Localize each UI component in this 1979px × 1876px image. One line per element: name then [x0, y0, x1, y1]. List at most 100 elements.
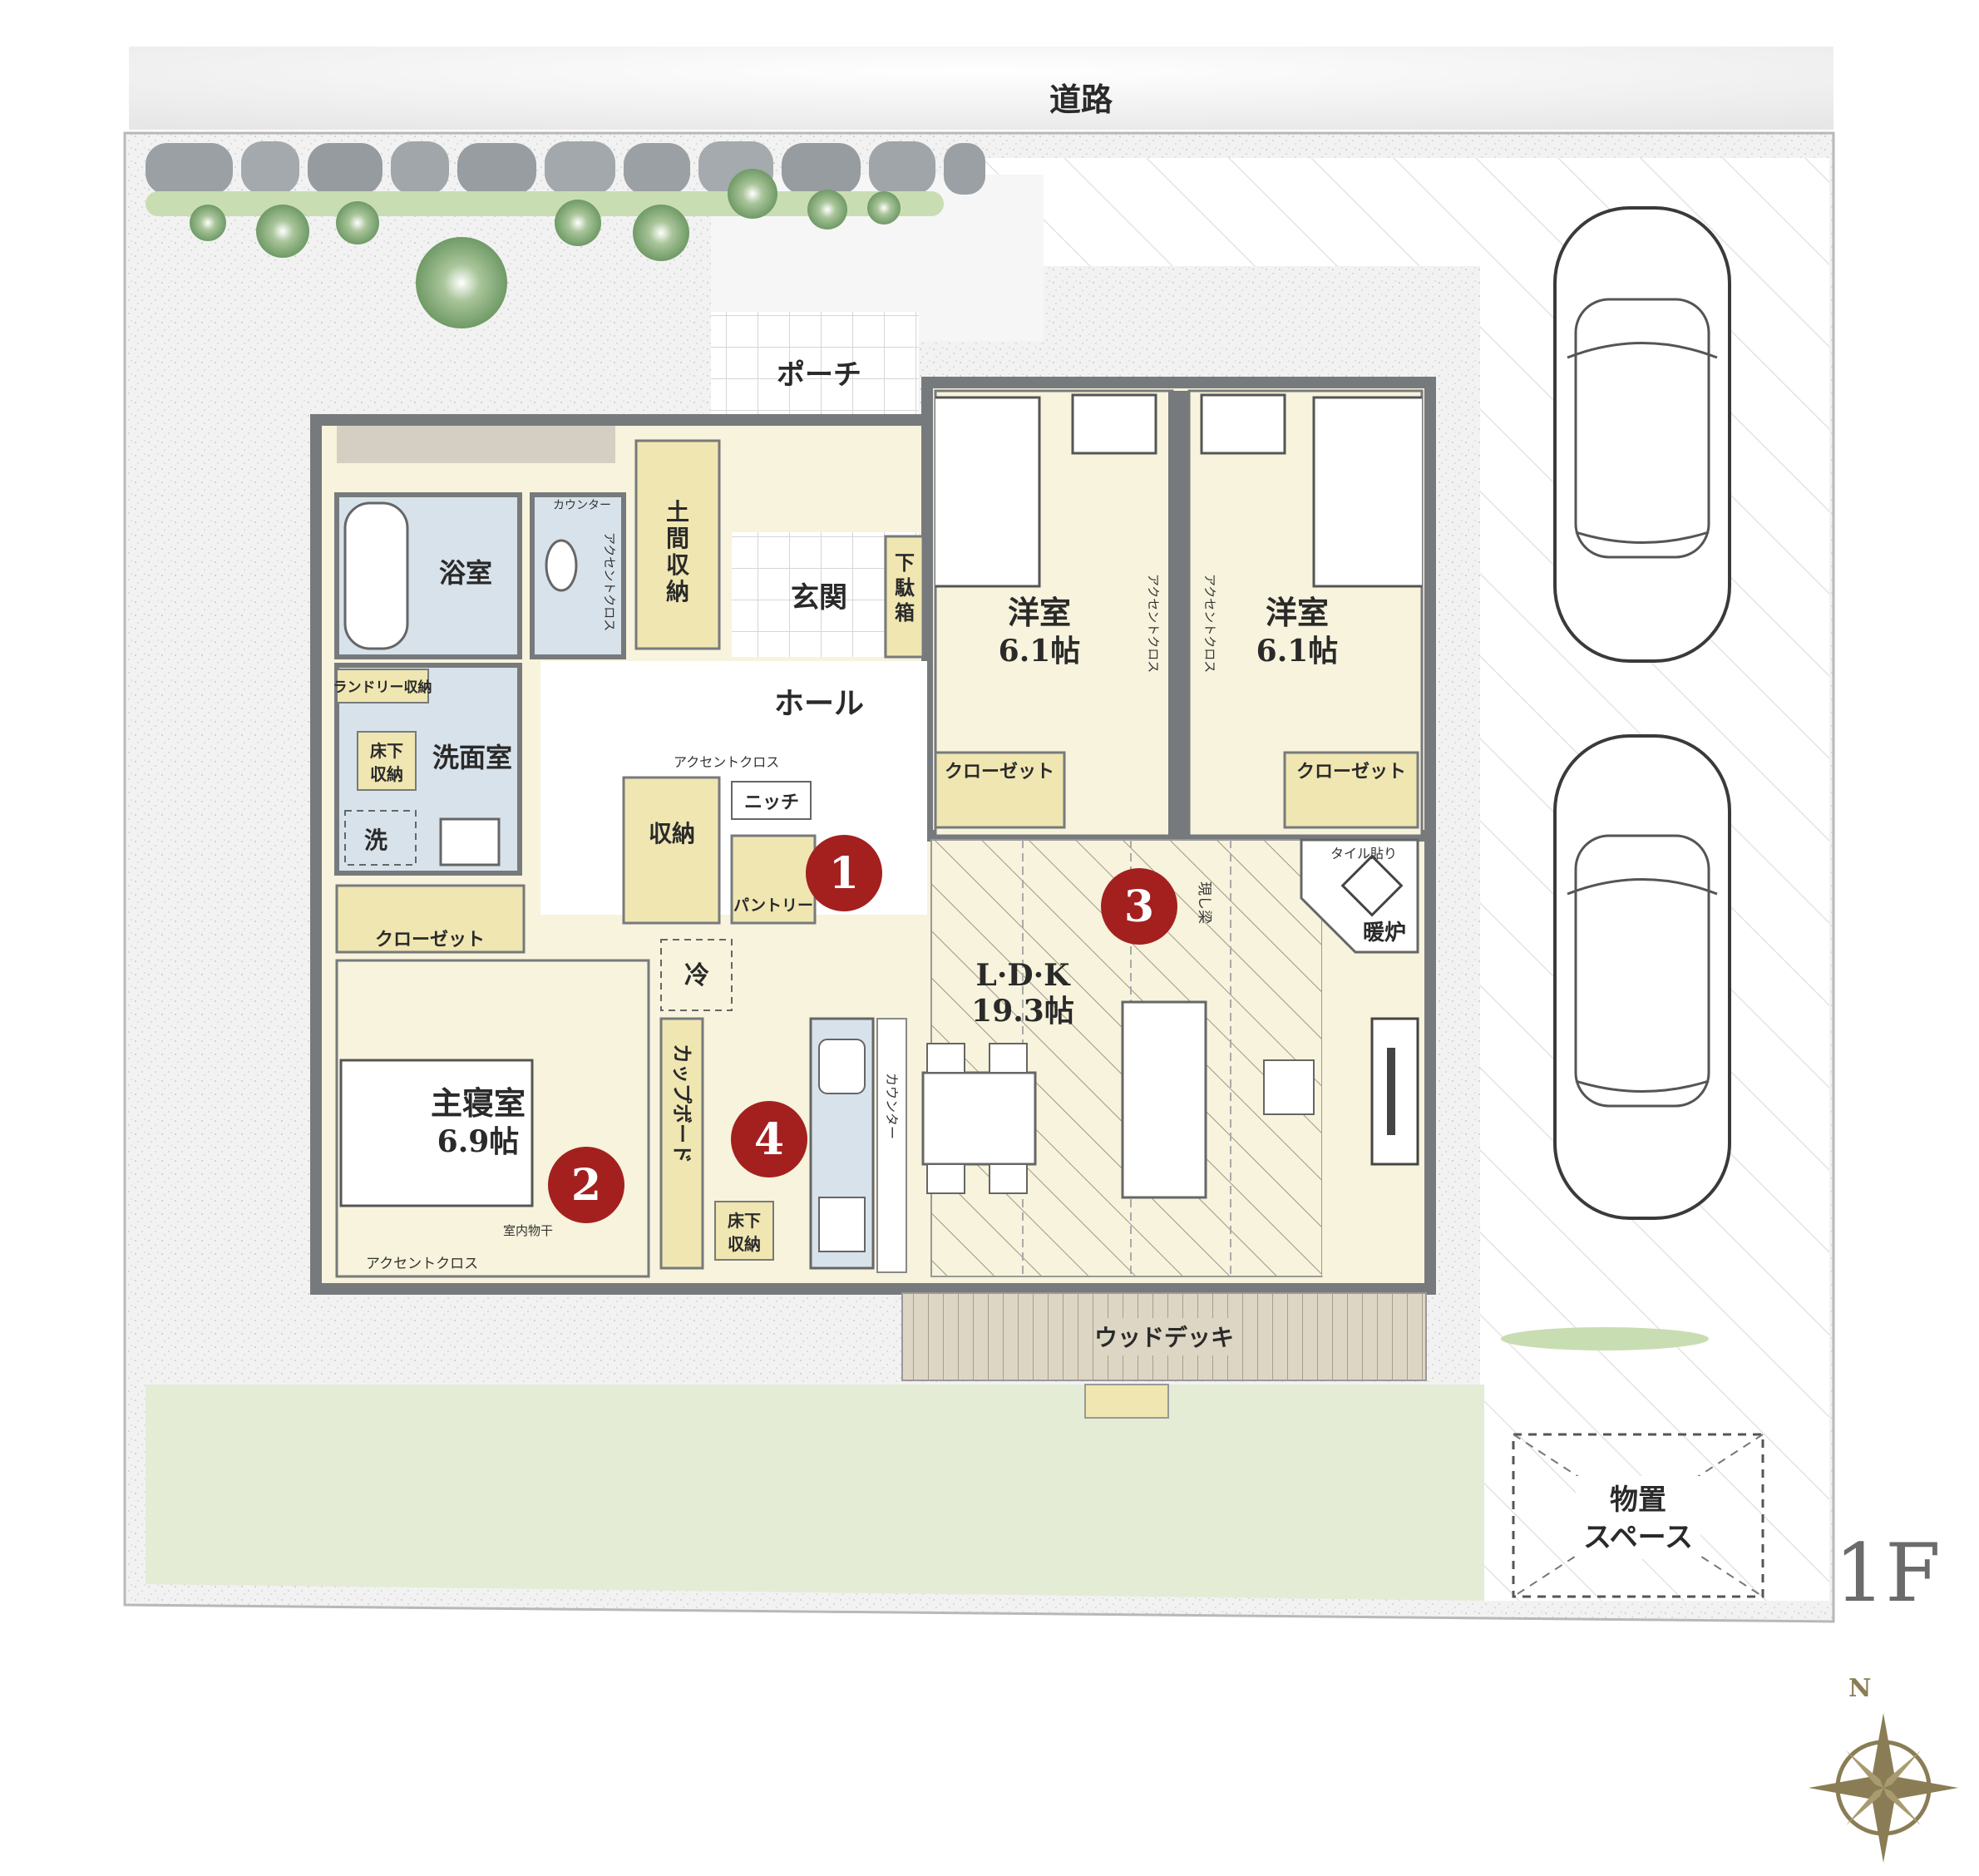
genkan-label: 玄関 [791, 581, 847, 615]
cupboard-label: カップボード [670, 1044, 694, 1163]
deck-step [1084, 1384, 1169, 1419]
underfloor-storage-2-label-1: 床下 [728, 1211, 761, 1231]
laundry-storage-label: ランドリー収納 [333, 679, 432, 696]
accent-cross-western-1: アクセントクロス [1146, 574, 1161, 673]
master-bed [339, 1059, 534, 1207]
tile-label: タイル貼り [1330, 846, 1397, 861]
doma-storage-char-3: 収 [666, 551, 690, 579]
storage-space: 物置 スペース [1512, 1433, 1764, 1598]
tv [1387, 1048, 1395, 1135]
road-area [129, 47, 1833, 130]
western-room-1-label-1: 洋室 [1008, 594, 1071, 631]
western-room-1-label-2: 6.1帖 [999, 634, 1081, 669]
closet-2 [1283, 751, 1419, 829]
bath-label: 浴室 [439, 557, 492, 589]
closet-1 [934, 751, 1066, 829]
sofa [1121, 1000, 1207, 1199]
closet-2-label: クローゼット [1296, 761, 1406, 782]
fridge-label: 冷 [684, 961, 709, 990]
accent-cross-niche: アクセントクロス [674, 754, 779, 770]
sink [818, 1039, 866, 1094]
western-room-2-label-2: 6.1帖 [1256, 634, 1339, 669]
exposed-beam-label: 現し梁 [1196, 881, 1212, 924]
storage [622, 776, 721, 925]
lawn-strip [1501, 1327, 1709, 1350]
marker-1: 1 [806, 835, 882, 911]
doma-storage-char-4: 納 [666, 578, 689, 605]
desk-2 [1200, 393, 1286, 455]
shoe-box-char-2: 駄 [895, 575, 915, 600]
svg-text:3: 3 [1124, 881, 1154, 932]
underfloor-storage-2 [714, 1201, 774, 1261]
shoe-box [884, 535, 925, 659]
svg-text:1: 1 [829, 848, 859, 899]
accent-cross-bedroom: アクセントクロス [366, 1256, 478, 1272]
accent-cross-toilet: アクセントクロス [602, 532, 617, 631]
underfloor-storage-1-label-2: 収納 [370, 764, 403, 784]
bed-1 [935, 396, 1041, 588]
master-closet-label: クローゼット [375, 929, 485, 950]
laundry-storage [336, 669, 429, 704]
pantry-label: パントリー [733, 896, 813, 915]
underfloor-storage-1-label-1: 床下 [370, 741, 403, 761]
lawn-area [146, 1385, 1484, 1601]
car-2 [1553, 734, 1731, 1220]
bed-2 [1312, 396, 1422, 588]
compass-north-label: N [1848, 1674, 1871, 1703]
dining-chair [926, 1163, 965, 1194]
pantry [730, 834, 817, 925]
doma-storage-char-2: 間 [666, 525, 689, 552]
master-bedroom-label-2: 6.9帖 [437, 1124, 520, 1159]
cupboard [659, 1017, 704, 1270]
niche [731, 781, 812, 820]
shoe-box-char-3: 箱 [895, 600, 915, 625]
storage-space-label-2: スペース [1583, 1521, 1693, 1554]
underfloor-storage-2-label-2: 収納 [728, 1234, 761, 1254]
garden-shrubs [190, 169, 901, 328]
wash-basin [439, 817, 501, 866]
room-divider [1168, 391, 1189, 836]
svg-text:2: 2 [571, 1160, 601, 1211]
compass-icon: N [1809, 1674, 1958, 1863]
wood-deck-label: ウッドデッキ [1094, 1324, 1234, 1351]
doma-storage-char-1: 土 [666, 498, 689, 526]
shoe-box-char-1: 下 [895, 550, 915, 575]
top-left-slab [337, 426, 615, 463]
ldk-label-2: 19.3帖 [971, 994, 1074, 1029]
marker-4: 4 [731, 1101, 807, 1177]
marker-2: 2 [548, 1147, 624, 1223]
storage-space-label-1: 物置 [1610, 1484, 1666, 1517]
master-closet [335, 884, 526, 954]
stove [818, 1197, 866, 1252]
wood-deck-label-bg [1098, 1318, 1231, 1355]
washing-machine [344, 810, 417, 866]
bathtub [343, 501, 409, 650]
desk-1 [1071, 393, 1157, 455]
dining-chair [926, 1043, 965, 1074]
western-room-2-label-1: 洋室 [1266, 594, 1329, 631]
counter-small-label: カウンター [553, 499, 611, 512]
side-table [1263, 1059, 1315, 1115]
toilet-bowl [545, 539, 578, 592]
master-bedroom-label-1: 主寝室 [431, 1084, 526, 1122]
fridge [660, 939, 733, 1011]
fireplace-label: 暖炉 [1363, 921, 1406, 945]
hall-label: ホール [774, 686, 864, 721]
stone-wall [146, 141, 985, 195]
svg-text:4: 4 [754, 1114, 784, 1165]
washroom-label: 洗面室 [432, 742, 512, 773]
car-1 [1553, 206, 1731, 663]
closet-1-label: クローゼット [945, 761, 1054, 782]
accent-cross-western-2: アクセントクロス [1202, 574, 1217, 673]
ldk-label-1: L·D·K [976, 958, 1072, 993]
dining-chair [989, 1043, 1028, 1074]
bar-counter [876, 1018, 907, 1273]
doma-storage [634, 439, 721, 650]
porch-label: ポーチ [777, 358, 861, 392]
marker-3: 3 [1101, 868, 1177, 945]
fireplace-tile [1340, 854, 1404, 917]
indoor-drying-label: 室内物干 [503, 1223, 553, 1238]
road-label: 道路 [1049, 81, 1113, 118]
washer-label: 洗 [364, 827, 387, 854]
